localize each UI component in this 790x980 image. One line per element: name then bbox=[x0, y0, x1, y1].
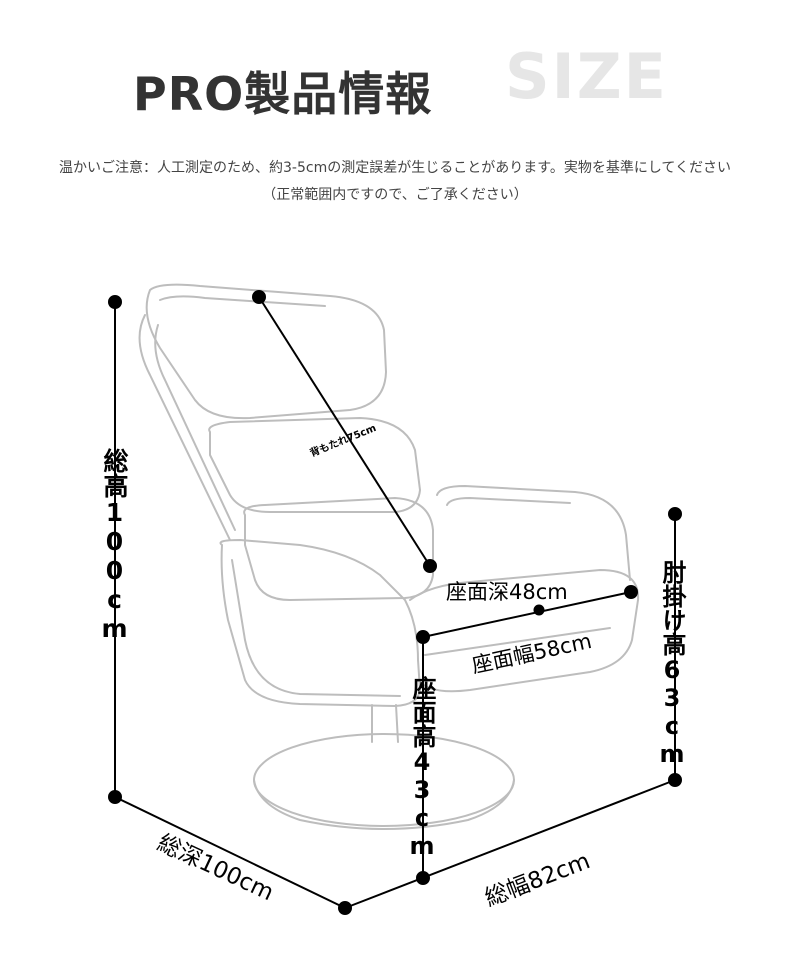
size-watermark: SIZE bbox=[505, 40, 669, 113]
page-title: PRO製品情報 bbox=[133, 67, 433, 121]
seat-height-label: 座面高43cm bbox=[408, 676, 436, 860]
measurement-note-sub: （正常範囲内ですので、ご了承ください） bbox=[262, 187, 528, 203]
seat-depth-label: 座面深48cm bbox=[446, 580, 568, 604]
dimension-lines bbox=[108, 290, 682, 915]
total-height-label: 総高100cm bbox=[100, 448, 129, 643]
measurement-note: 温かいご注意：人工測定のため、約3-5cmの測定誤差が生じることがあります。実物… bbox=[59, 160, 731, 176]
armrest-height-label: 肘掛け高63cm bbox=[658, 560, 686, 768]
chair-sketch bbox=[138, 283, 640, 830]
